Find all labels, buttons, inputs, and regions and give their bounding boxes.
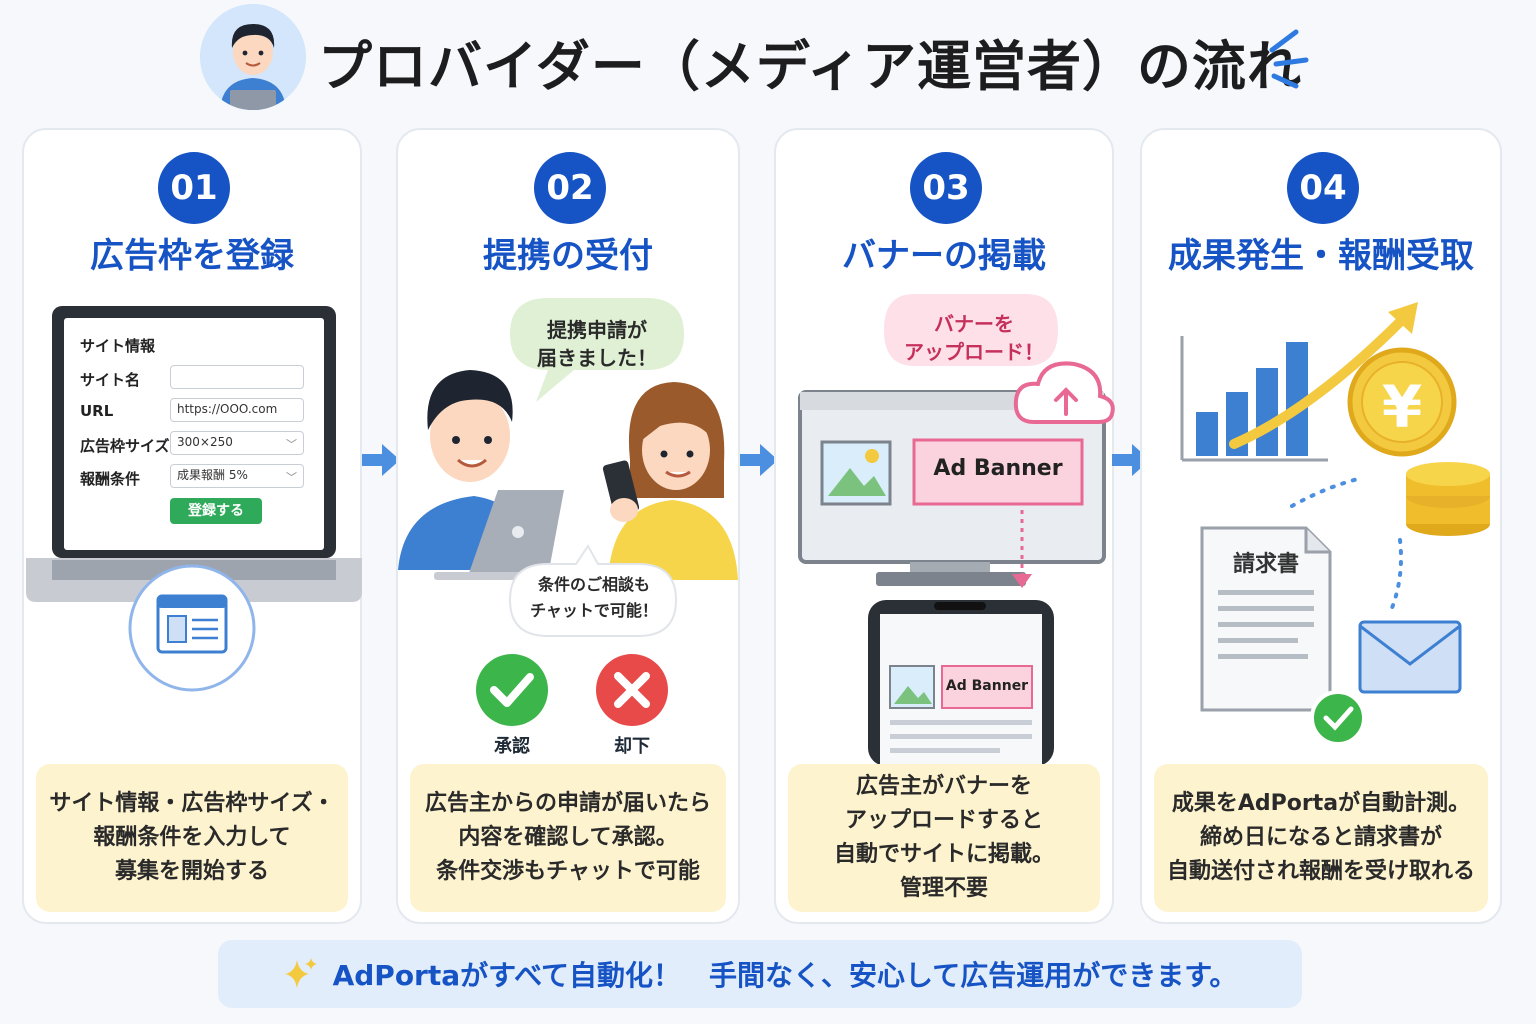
step-number-2: 02	[534, 152, 606, 224]
sparkle-lines-icon	[1269, 29, 1309, 89]
footer-banner: AdPortaがすべて自動化！ 手間なく、安心して広告運用ができます。	[218, 940, 1302, 1008]
laptop-illustration	[26, 306, 362, 692]
chat-bubble-text: 条件のご相談も チャットで可能！	[520, 572, 668, 624]
url-input[interactable]: https://OOO.com	[170, 398, 304, 422]
close-icon	[614, 672, 650, 708]
step-card-1: 01 広告枠を登録 サイト情報 サイト名 URL https://OOO.com…	[22, 128, 362, 924]
invoice-document-icon	[1200, 526, 1332, 712]
speech-bubble	[510, 298, 684, 402]
ad-size-label: 広告枠サイズ	[80, 437, 170, 455]
step-title-1: 広告枠を登録	[90, 236, 294, 276]
desc-line: 締め日になると請求書が	[1199, 825, 1442, 850]
upload-bubble-text: バナーを アップロード！	[888, 310, 1060, 366]
desc-line: 内容を確認して承認。	[458, 825, 678, 850]
arrow-right-icon	[362, 444, 400, 476]
reward-value: 成果報酬 5%	[177, 468, 248, 482]
reject-label: 却下	[614, 736, 650, 757]
page-title: プロバイダー（メディア運営者）の流れ	[318, 35, 1303, 98]
chat-bubble	[508, 544, 678, 637]
bubble-line: 提携申請が	[547, 318, 647, 342]
desc-line: 広告主からの申請が届いたら	[424, 791, 711, 816]
step-title-4: 成果発生・報酬受取	[1168, 236, 1474, 276]
browser-window-icon	[156, 594, 228, 654]
step-description-3: 広告主がバナーを アップロードすると 自動でサイトに掲載。 管理不要	[788, 764, 1100, 912]
smartphone	[868, 600, 1054, 766]
partnership-illustration	[398, 298, 738, 637]
bubble-line: バナーを	[934, 312, 1014, 336]
phone-ad-banner-label: Ad Banner	[945, 678, 1029, 694]
desc-line: 自動送付され報酬を受け取れる	[1166, 859, 1475, 884]
reward-select[interactable]: 成果報酬 5% ﹀	[170, 464, 304, 488]
step-number-1: 01	[158, 152, 230, 224]
desc-line: 自動でサイトに掲載。	[833, 842, 1054, 867]
woman-with-phone	[602, 382, 738, 580]
register-button[interactable]: 登録する	[170, 498, 262, 524]
step-card-3: 03 バナーの掲載	[774, 128, 1115, 924]
step-card-2: 02 提携の受付	[396, 128, 740, 924]
monitor	[798, 390, 1106, 586]
step-number-4: 04	[1287, 152, 1359, 224]
bubble-line: 届きました！	[537, 346, 657, 370]
approve-label: 承認	[494, 736, 530, 757]
yen-symbol: ¥	[1381, 373, 1423, 441]
desc-line: 報酬条件を入力して	[93, 825, 291, 850]
bubble-line: アップロード！	[904, 340, 1044, 364]
header: プロバイダー（メディア運営者）の流れ	[0, 0, 1536, 120]
step-card-4: 04 成果発生・報酬受取	[1140, 128, 1502, 924]
step-title-3: バナーの掲載	[842, 236, 1046, 276]
footer-text: AdPortaがすべて自動化！ 手間なく、安心して広告運用ができます。	[332, 959, 1238, 992]
url-label: URL	[80, 402, 114, 420]
banner-illustration	[798, 294, 1115, 766]
desc-line: アップロードすると	[844, 808, 1043, 833]
yen-coin-icon	[1347, 347, 1457, 457]
coin-stack-icon	[1406, 462, 1490, 536]
desc-line: 条件交渉もチャットで可能	[436, 859, 700, 884]
step-description-2: 広告主からの申請が届いたら 内容を確認して承認。 条件交渉もチャットで可能	[410, 764, 726, 912]
man-with-laptop	[398, 370, 574, 580]
ad-banner	[912, 438, 1084, 506]
trend-arrow	[1229, 313, 1409, 449]
site-name-input[interactable]	[170, 365, 304, 389]
reject-button[interactable]	[594, 652, 670, 728]
desc-line: 広告主がバナーを	[855, 774, 1032, 799]
step-description-1: サイト情報・広告枠サイズ・ 報酬条件を入力して 募集を開始する	[36, 764, 348, 912]
ad-size-select[interactable]: 300×250 ﹀	[170, 431, 304, 455]
person-icon	[200, 4, 306, 110]
desc-line: 管理不要	[899, 876, 988, 901]
ad-banner-label: Ad Banner	[933, 456, 1063, 481]
chevron-down-icon: ﹀	[286, 471, 297, 484]
step-description-4: 成果をAdPortaが自動計測。 締め日になると請求書が 自動送付され報酬を受け…	[1154, 764, 1488, 912]
desc-line: 成果をAdPortaが自動計測。	[1171, 791, 1471, 816]
bubble-line: 条件のご相談も	[537, 575, 650, 594]
check-icon	[490, 673, 534, 707]
bubble-line: チャットで可能！	[530, 601, 658, 620]
desc-line: 募集を開始する	[114, 859, 269, 884]
cloud-upload-icon	[1013, 361, 1115, 424]
approve-button[interactable]	[474, 652, 550, 728]
provider-avatar	[200, 4, 306, 110]
reward-label: 報酬条件	[80, 470, 141, 488]
chevron-down-icon: ﹀	[286, 438, 297, 451]
envelope-icon	[1358, 620, 1462, 694]
arrow-right-icon	[740, 444, 778, 476]
revenue-illustration	[1180, 302, 1490, 746]
ad-size-value: 300×250	[177, 435, 233, 449]
form-heading: サイト情報	[80, 337, 156, 355]
check-circle-icon	[1310, 690, 1366, 746]
step-title-2: 提携の受付	[483, 236, 653, 276]
invoice-label: 請求書	[1232, 552, 1299, 577]
sparkle-icon	[284, 958, 317, 988]
site-name-label: サイト名	[80, 371, 141, 389]
bar-chart-icon	[1180, 336, 1328, 462]
request-bubble-text: 提携申請が 届きました！	[522, 316, 672, 372]
desc-line: サイト情報・広告枠サイズ・	[49, 791, 335, 816]
step-number-3: 03	[910, 152, 982, 224]
